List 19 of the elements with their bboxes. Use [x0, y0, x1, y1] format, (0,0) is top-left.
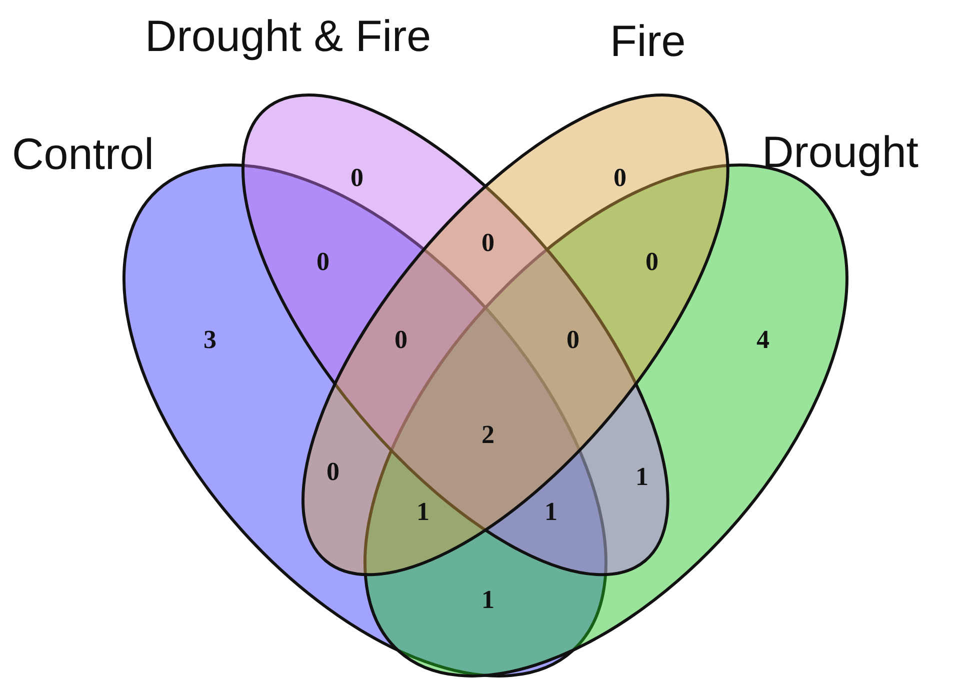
region-count: 0 [326, 457, 340, 487]
set-label: Fire [610, 17, 686, 67]
region-count: 0 [566, 325, 580, 355]
set-label: Drought & Fire [145, 12, 432, 62]
region-count: 0 [482, 228, 494, 258]
region-count: 1 [482, 585, 494, 615]
region-count: 0 [350, 163, 364, 193]
region-count: 1 [636, 462, 648, 492]
region-count: 0 [316, 247, 330, 277]
region-count: 4 [756, 325, 770, 355]
set-label: Control [12, 130, 154, 180]
region-count: 1 [544, 497, 558, 527]
region-count: 2 [482, 420, 494, 450]
region-count: 0 [646, 247, 658, 277]
region-count: 0 [614, 163, 626, 193]
region-count: 1 [416, 497, 430, 527]
set-label: Drought [762, 128, 919, 178]
region-count: 3 [204, 325, 216, 355]
region-count: 0 [394, 325, 408, 355]
